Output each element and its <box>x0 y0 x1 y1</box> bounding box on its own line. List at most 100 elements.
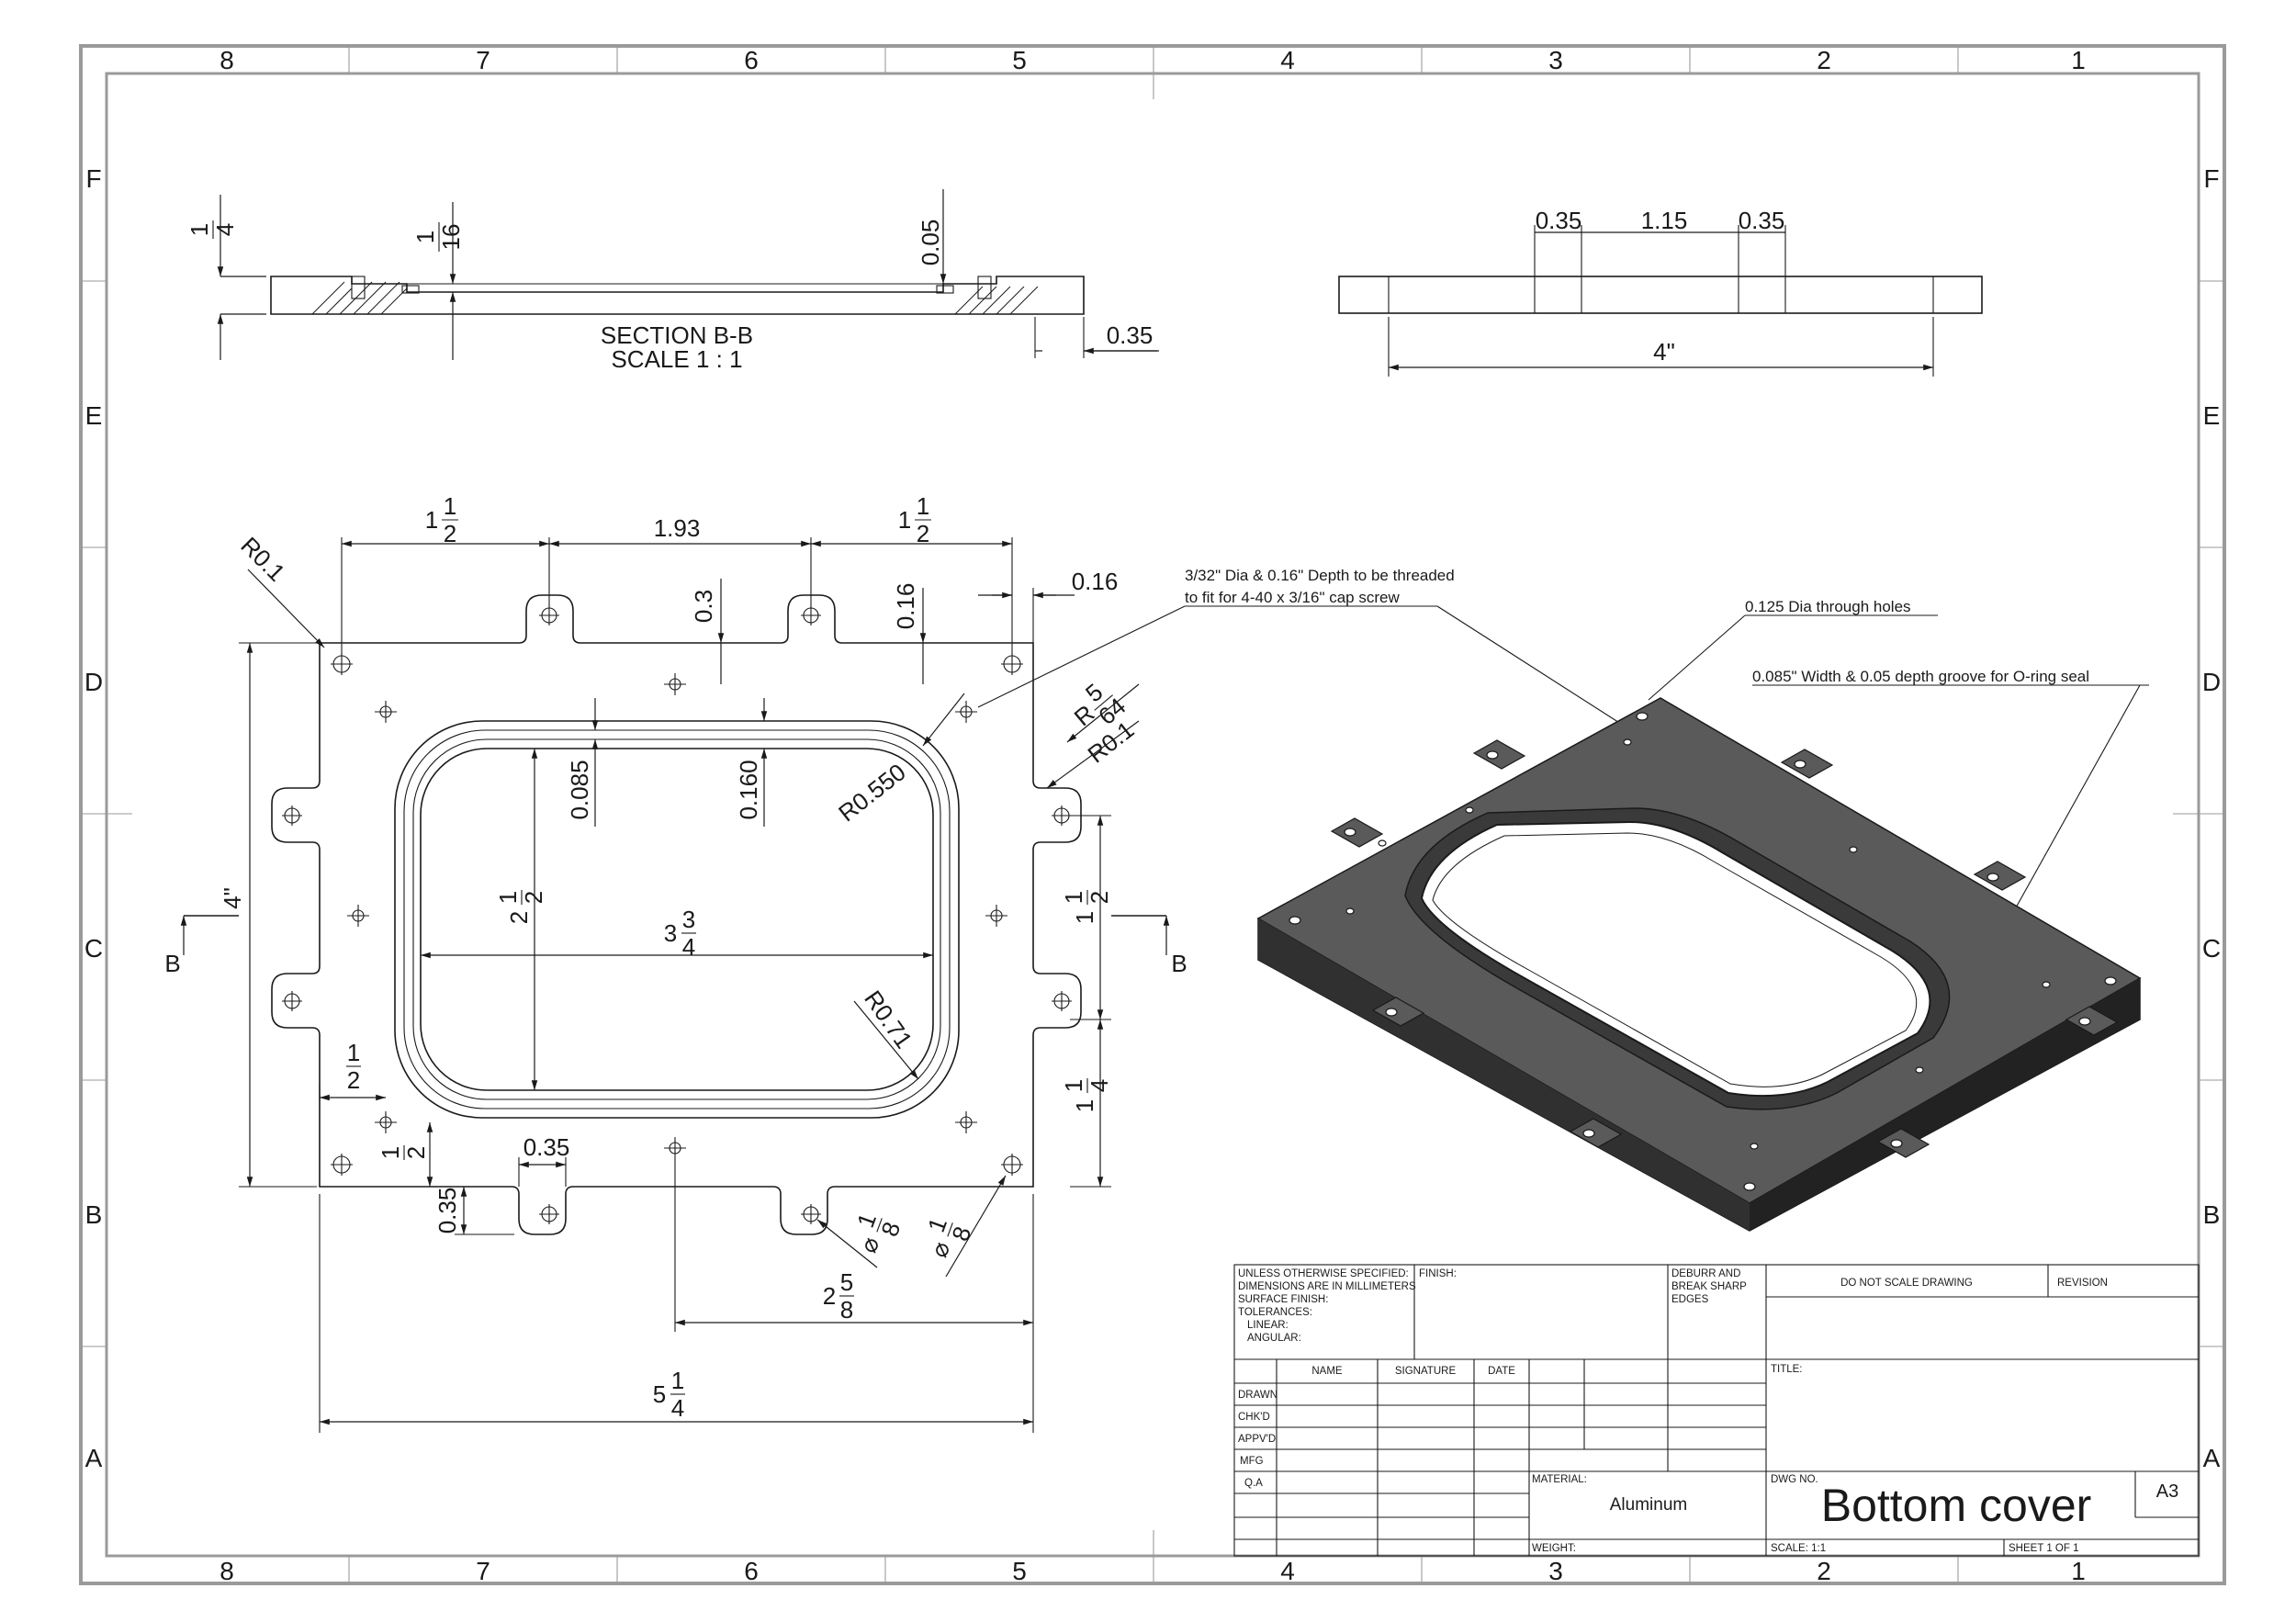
border-frame: 8 7 6 5 4 3 2 1 8 7 6 5 4 3 2 1 F E D C … <box>79 44 2226 1585</box>
zone-col-7-bottom: 7 <box>476 1557 490 1585</box>
plan-w514-den: 4 <box>671 1394 684 1422</box>
section-dim-quarter-den: 4 <box>211 223 239 236</box>
zone-col-8-top: 8 <box>219 46 234 74</box>
title-block <box>1233 1264 2200 1557</box>
plan-dim-0085: 0.085 <box>566 760 593 819</box>
tb-unless-2: SURFACE FINISH: <box>1238 1294 1328 1305</box>
plan-tab-035: 0.35 <box>523 1133 570 1161</box>
edge-dim-width: 4" <box>1653 338 1675 366</box>
tb-row-mfg: MFG <box>1240 1456 1264 1467</box>
plan-dim-03: 0.3 <box>690 590 717 623</box>
edge-dim-a: 0.35 <box>1536 207 1582 234</box>
tb-dwg-title: Bottom cover <box>1821 1480 2092 1531</box>
tb-scale-label: SCALE: 1:1 <box>1771 1543 1826 1554</box>
zone-row-a-right: A <box>2203 1444 2221 1472</box>
zone-col-1-bottom: 1 <box>2071 1557 2086 1585</box>
plan-height-4: 4" <box>219 887 246 909</box>
plan-dim-top-left-num: 1 <box>444 492 456 520</box>
zone-col-2-bottom: 2 <box>1817 1557 1831 1585</box>
note-threaded-line1: 3/32" Dia & 0.16" Depth to be threaded <box>1185 567 1455 584</box>
tb-weight-label: WEIGHT: <box>1532 1543 1576 1554</box>
plan-right-h-whole: 1 <box>1071 911 1098 924</box>
zone-col-3-top: 3 <box>1548 46 1563 74</box>
zone-row-b-left: B <box>85 1200 103 1229</box>
plan-w258-whole: 2 <box>823 1282 836 1310</box>
plan-w258-den: 8 <box>840 1296 853 1324</box>
tb-finish: FINISH: <box>1419 1268 1457 1279</box>
section-marker-right: B <box>1171 950 1187 977</box>
section-dim-quarter-num: 1 <box>186 223 213 236</box>
plan-dia-b-symbol: ⌀ <box>925 1238 956 1261</box>
tb-size: A3 <box>2156 1481 2178 1502</box>
zone-col-4-top: 4 <box>1280 46 1295 74</box>
tb-row-drawn: DRAWN <box>1238 1390 1277 1401</box>
tb-header-name: NAME <box>1311 1366 1343 1377</box>
plan-inner-h-whole: 2 <box>505 911 533 924</box>
zone-col-2-top: 2 <box>1817 46 1831 74</box>
zone-col-8-bottom: 8 <box>219 1557 234 1585</box>
section-dim-005: 0.05 <box>917 220 944 266</box>
zone-col-5-bottom: 5 <box>1012 1557 1027 1585</box>
plan-dim-016a: 0.16 <box>892 583 919 630</box>
tb-row-appvd: APPV'D <box>1238 1434 1276 1445</box>
tb-row-qa: Q.A <box>1244 1478 1263 1489</box>
plan-r01-top: R0.1 <box>235 532 290 587</box>
plan-inner-h-num: 1 <box>494 891 522 904</box>
zone-col-5-top: 5 <box>1012 46 1027 74</box>
zone-col-4-bottom: 4 <box>1280 1557 1295 1585</box>
note-groove: 0.085" Width & 0.05 depth groove for O-r… <box>1752 668 2089 685</box>
plan-dim-top-mid: 1.93 <box>654 514 701 542</box>
plan-inner-w-den: 4 <box>682 933 695 961</box>
plan-w258-num: 5 <box>840 1268 853 1296</box>
tb-header-signature: SIGNATURE <box>1395 1366 1457 1377</box>
section-dim-sixteenth-num: 1 <box>411 231 439 243</box>
tb-deburr-0: DEBURR AND <box>1671 1268 1740 1279</box>
tb-header-date: DATE <box>1488 1366 1515 1377</box>
tb-title-label: TITLE: <box>1771 1364 1803 1375</box>
edge-view: 0.35 1.15 0.35 4" <box>1338 207 1983 377</box>
tb-do-not-scale: DO NOT SCALE DRAWING <box>1840 1278 1973 1289</box>
plan-dim-0160: 0.160 <box>735 760 762 819</box>
zone-col-6-top: 6 <box>744 46 759 74</box>
plan-half-den: 2 <box>347 1066 360 1094</box>
edge-dim-b: 1.15 <box>1641 207 1688 234</box>
zone-col-3-bottom: 3 <box>1548 1557 1563 1585</box>
plan-dim-top-left-whole: 1 <box>425 506 438 534</box>
plan-dim-016b: 0.16 <box>1072 568 1119 595</box>
plan-inner-w-whole: 3 <box>664 919 677 947</box>
tb-deburr-1: BREAK SHARP <box>1671 1281 1747 1292</box>
section-dim-sixteenth-den: 16 <box>437 224 465 251</box>
plan-r071: R0.71 <box>859 986 917 1053</box>
plan-inner-w-num: 3 <box>682 906 695 933</box>
zone-row-e-right: E <box>2203 401 2221 430</box>
zone-row-e-left: E <box>85 401 103 430</box>
plan-half2-num: 1 <box>377 1146 404 1159</box>
section-marker-left: B <box>164 950 180 977</box>
plan-half-num: 1 <box>347 1039 360 1066</box>
tb-deburr-2: EDGES <box>1671 1294 1709 1305</box>
note-through-holes: 0.125 Dia through holes <box>1745 598 1911 615</box>
plan-w514-whole: 5 <box>653 1380 666 1408</box>
tb-revision: REVISION <box>2057 1278 2108 1289</box>
zone-row-f-left: F <box>85 164 101 193</box>
tb-unless-5: ANGULAR: <box>1247 1333 1301 1344</box>
plan-dim-top-right-whole: 1 <box>898 506 911 534</box>
zone-row-f-right: F <box>2203 164 2219 193</box>
zone-col-6-bottom: 6 <box>744 1557 759 1585</box>
plan-tab-035b: 0.35 <box>433 1188 461 1234</box>
plan-w514-num: 1 <box>671 1367 684 1394</box>
tb-unless-0: UNLESS OTHERWISE SPECIFIED: <box>1238 1268 1409 1279</box>
zone-row-d-right: D <box>2202 668 2221 696</box>
section-scale: SCALE 1 : 1 <box>611 345 742 373</box>
plan-lower-right-num: 1 <box>1060 1079 1087 1092</box>
zone-row-d-left: D <box>84 668 103 696</box>
plan-dia-b-den: 8 <box>946 1222 976 1245</box>
zone-row-b-right: B <box>2203 1200 2221 1229</box>
zone-row-c-right: C <box>2202 934 2221 963</box>
section-title: SECTION B-B <box>601 321 753 349</box>
edge-dim-c: 0.35 <box>1739 207 1785 234</box>
tb-dwg-no-label: DWG NO. <box>1771 1474 1818 1485</box>
section-view: 1 4 1 16 0.05 0.35 SECTION B-B SCALE 1 :… <box>186 189 1159 373</box>
tb-material: Aluminum <box>1610 1495 1687 1515</box>
notes: 3/32" Dia & 0.16" Depth to be threaded t… <box>977 567 2149 974</box>
